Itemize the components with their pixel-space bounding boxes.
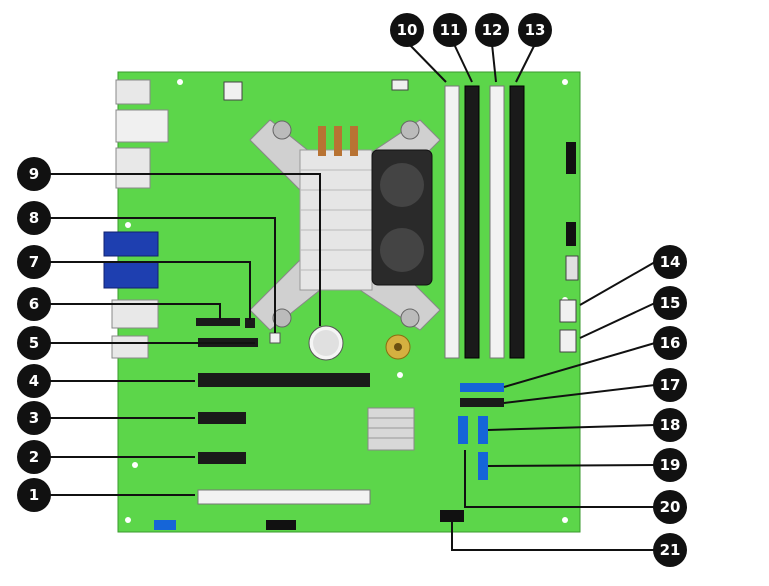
callout-5: 5 [17,326,51,360]
callout-10: 10 [390,13,424,47]
callout-21-label: 21 [660,541,681,559]
cmos-battery [308,325,344,361]
callout-13: 13 [518,13,552,47]
callout-9-label: 9 [29,165,39,183]
callout-7-label: 7 [29,253,39,271]
callout-6: 6 [17,287,51,321]
callout-17: 17 [653,368,687,402]
callout-11-label: 11 [440,21,461,39]
callout-3-label: 3 [29,409,39,427]
callout-11: 11 [433,13,467,47]
callout-16: 16 [653,326,687,360]
mounting-holes [125,79,568,523]
callout-8: 8 [17,201,51,235]
callout-16-label: 16 [660,334,681,352]
callout-3: 3 [17,401,51,435]
callout-5-label: 5 [29,334,39,352]
speaker [385,334,411,360]
callout-14: 14 [653,245,687,279]
board-headers [154,79,579,530]
callout-13-label: 13 [525,21,546,39]
callout-20-label: 20 [660,498,681,516]
callout-21: 21 [653,533,687,567]
callout-4: 4 [17,364,51,398]
leader-lines [50,41,656,551]
callout-17-label: 17 [660,376,681,394]
callout-1: 1 [17,478,51,512]
callout-15-label: 15 [660,294,681,312]
callout-9: 9 [17,157,51,191]
callout-markers: 1 2 3 4 5 6 7 8 9 10 11 12 13 14 15 16 1… [17,13,687,567]
callout-19-label: 19 [660,456,681,474]
callout-18: 18 [653,408,687,442]
callout-20: 20 [653,490,687,524]
sata-ports [458,383,504,480]
callout-2-label: 2 [29,448,39,466]
callout-19: 19 [653,448,687,482]
callout-12: 12 [475,13,509,47]
chipset-heatsink [367,407,415,451]
callout-1-label: 1 [29,486,39,504]
dimm-slots [444,85,525,359]
callout-2: 2 [17,440,51,474]
cpu-cooler [249,119,441,331]
callout-7: 7 [17,245,51,279]
callout-10-label: 10 [397,21,418,39]
callout-4-label: 4 [29,372,39,390]
callout-18-label: 18 [660,416,681,434]
callout-6-label: 6 [29,295,39,313]
callout-8-label: 8 [29,209,39,227]
callout-12-label: 12 [482,21,503,39]
callout-14-label: 14 [660,253,681,271]
callout-15: 15 [653,286,687,320]
